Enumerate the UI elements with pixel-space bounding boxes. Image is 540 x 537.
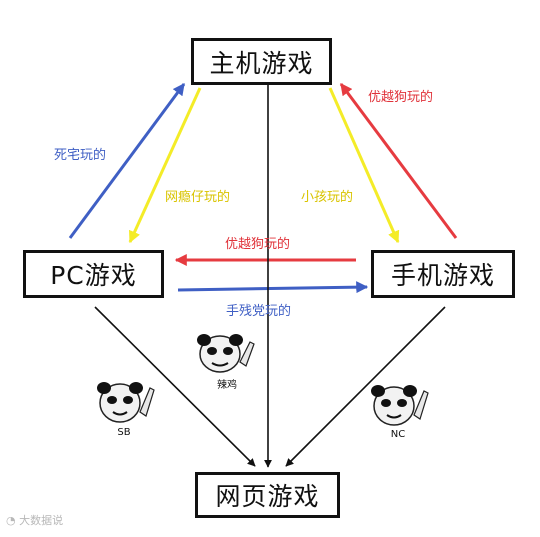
meme-caption-center: 辣鸡 bbox=[217, 380, 237, 391]
arrow-pc-to-mobile bbox=[177, 281, 369, 294]
label-console-to-pc: 网瘾仔玩的 bbox=[165, 190, 231, 205]
node-pc-games: PC游戏 bbox=[23, 250, 164, 298]
label-pc-to-mobile: 手残党玩的 bbox=[226, 304, 292, 319]
meme-caption-left: SB bbox=[117, 427, 131, 438]
panda-meme-face-right bbox=[371, 385, 429, 426]
panda-meme-face-center bbox=[197, 334, 255, 373]
watermark: ◔ 大数据说 bbox=[6, 512, 63, 528]
label-console-to-mobile: 小孩玩的 bbox=[301, 190, 354, 205]
panda-meme-face-left bbox=[97, 382, 155, 423]
arrow-pc-to-web bbox=[94, 306, 256, 467]
label-pc-to-console: 死宅玩的 bbox=[54, 148, 107, 163]
label-mobile-to-console: 优越狗玩的 bbox=[368, 90, 434, 105]
watermark-logo-icon: ◔ bbox=[6, 514, 16, 527]
node-web-games: 网页游戏 bbox=[195, 472, 340, 518]
arrow-console-to-pc bbox=[128, 87, 202, 244]
arrow-mobile-to-web bbox=[285, 306, 446, 467]
node-mobile-games: 手机游戏 bbox=[371, 250, 515, 298]
node-console-games: 主机游戏 bbox=[191, 38, 332, 85]
label-mobile-to-pc: 优越狗玩的 bbox=[225, 237, 291, 252]
arrow-console-to-mobile bbox=[328, 87, 400, 244]
watermark-text: 大数据说 bbox=[19, 514, 64, 527]
arrow-pc-to-console bbox=[68, 83, 186, 239]
meme-caption-right: NC bbox=[390, 429, 406, 440]
arrow-mobile-to-console bbox=[339, 83, 458, 239]
